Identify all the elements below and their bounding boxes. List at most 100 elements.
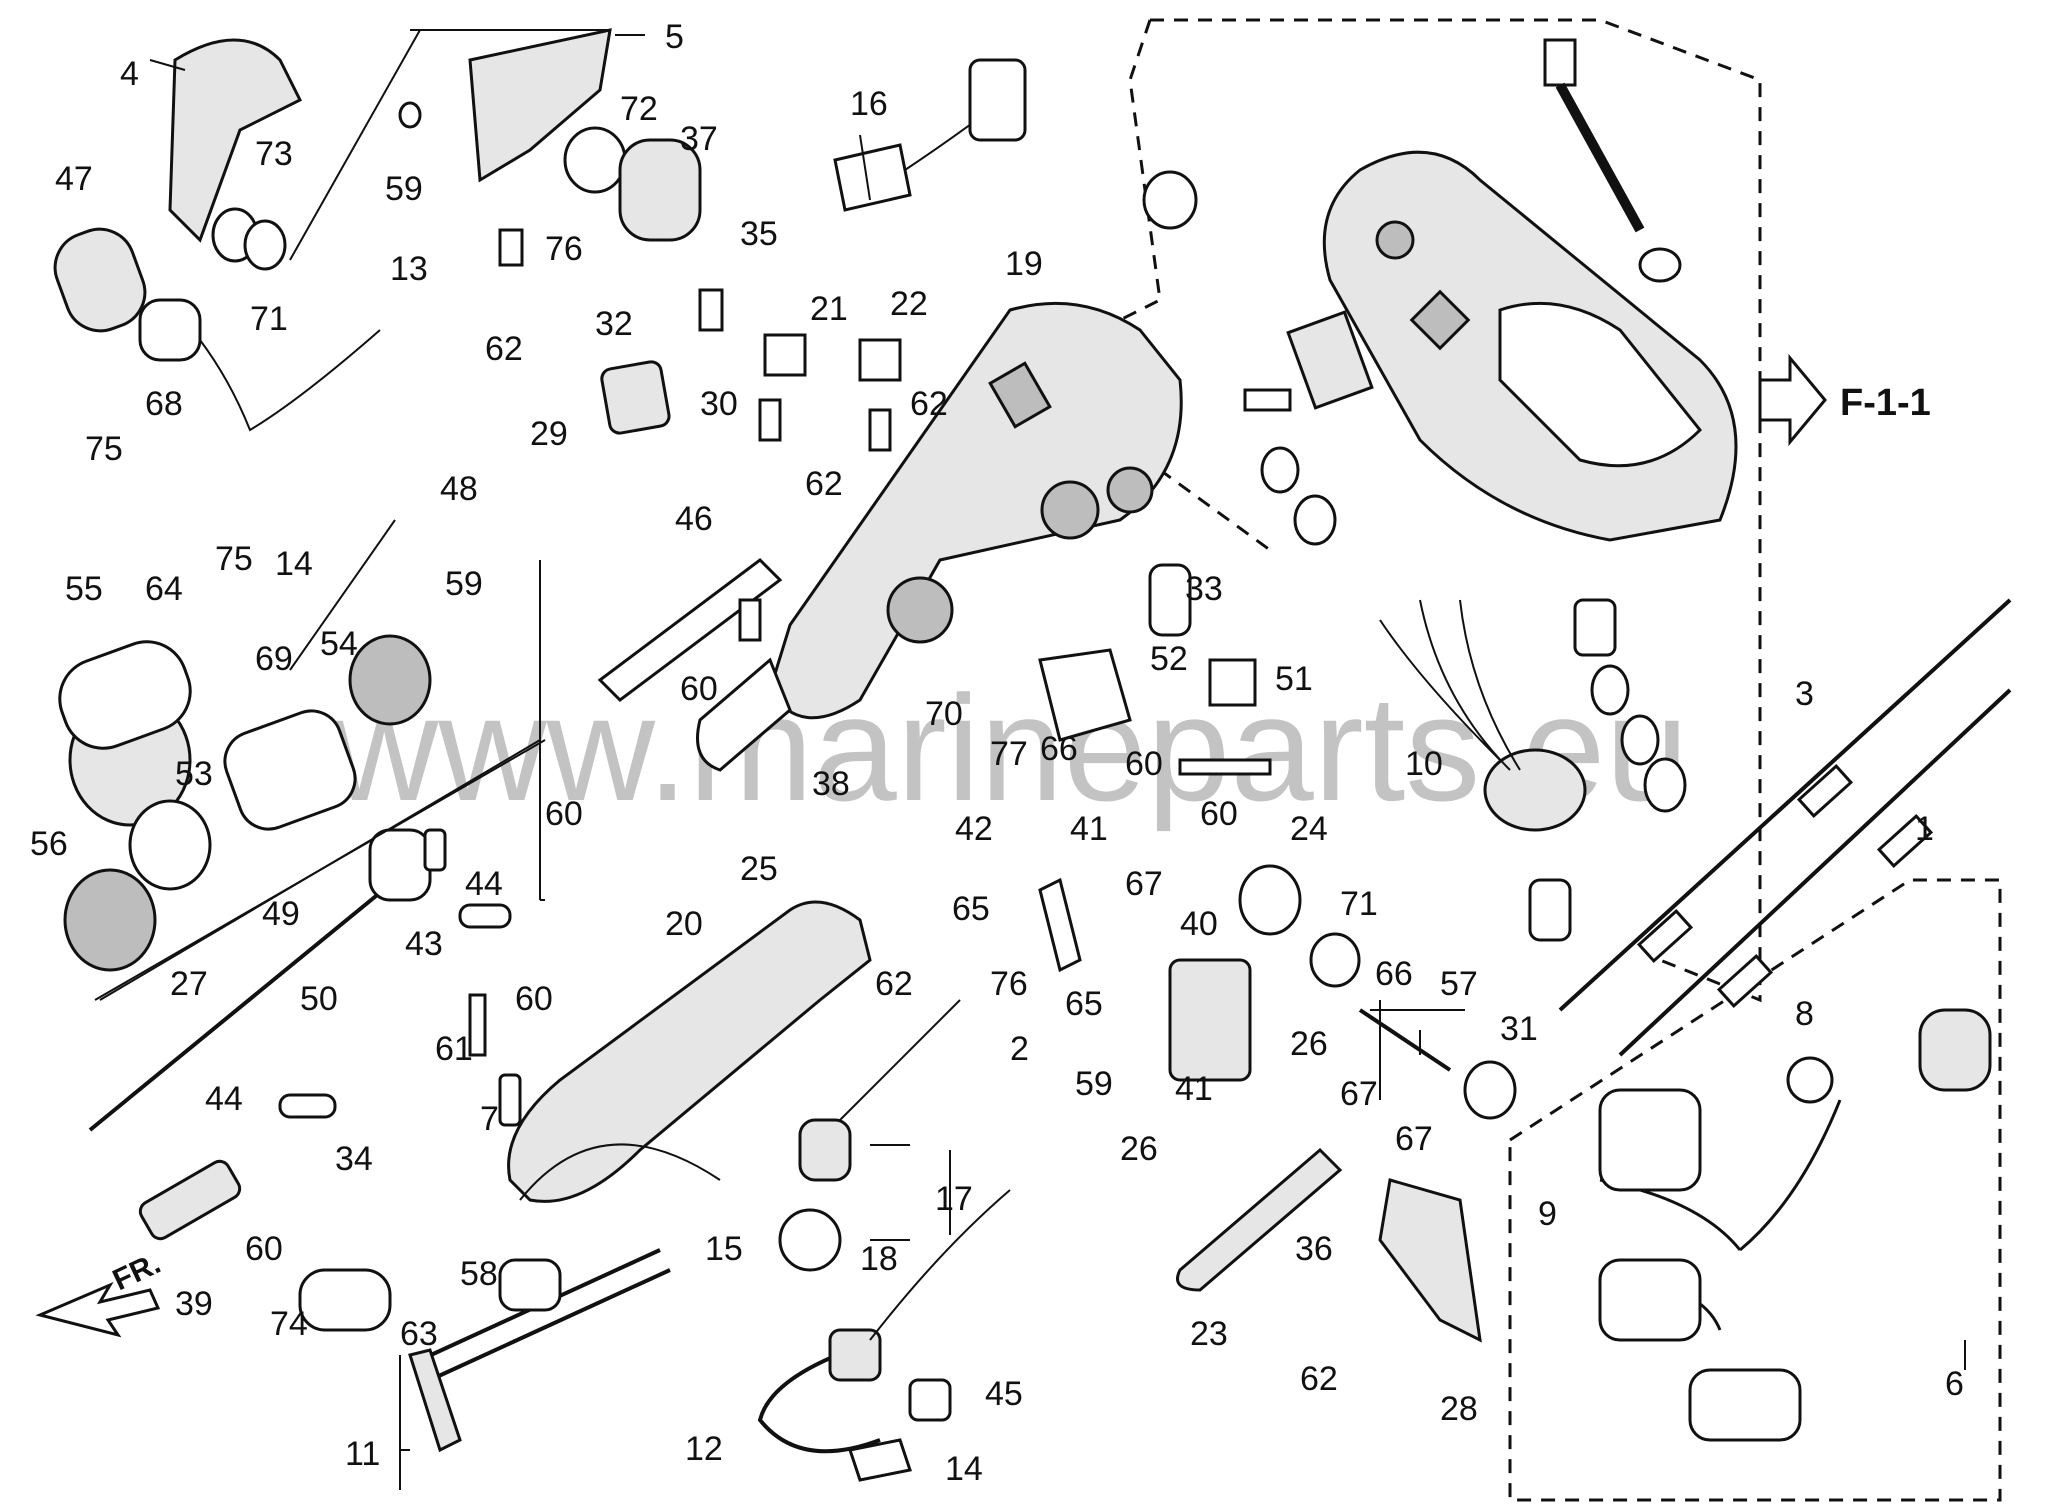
callout-62: 62 [910,385,948,423]
control-cables [1558,598,2012,1057]
pivot-bolt [1543,38,1682,283]
callout-59: 59 [445,565,483,603]
callout-1: 1 [1915,810,1934,848]
throttle-plate [398,28,702,267]
callout-54: 54 [320,625,358,663]
callout-50: 50 [300,980,338,1018]
switch-parts [600,58,1027,452]
tiller-arm [696,301,1183,772]
stop-switch [778,999,961,1272]
callout-71: 71 [1340,885,1378,923]
collar-washers [1142,170,1374,546]
callout-64: 64 [145,570,183,608]
callout-9: 9 [1538,1195,1557,1233]
callout-60: 60 [515,980,553,1018]
callout-68: 68 [145,385,183,423]
callout-33: 33 [1185,570,1223,608]
callout-45: 45 [985,1375,1023,1413]
callout-13: 13 [390,250,428,288]
callout-40: 40 [1180,905,1218,943]
callout-77: 77 [990,735,1028,773]
callout-28: 28 [1440,1390,1478,1428]
reference-arrow: F-1-1 [1758,353,1931,447]
watermark: www.marineparts.eu [329,664,1689,832]
callout-3: 3 [1795,675,1814,713]
callout-55: 55 [65,570,103,608]
callout-42: 42 [955,810,993,848]
leader-lines [99,29,1966,1490]
callout-35: 35 [740,215,778,253]
callout-47: 47 [55,160,93,198]
callout-34: 34 [335,1140,373,1178]
callout-70: 70 [925,695,963,733]
callout-39: 39 [175,1285,213,1323]
callout-23: 23 [1190,1315,1228,1353]
callout-51: 51 [1275,660,1313,698]
callout-62: 62 [875,965,913,1003]
callout-61: 61 [435,1030,473,1068]
callout-75: 75 [215,540,253,578]
callout-12: 12 [685,1430,723,1468]
callout-74: 74 [270,1305,308,1343]
callout-60: 60 [680,670,718,708]
callout-19: 19 [1005,245,1043,283]
callout-44: 44 [465,865,503,903]
callout-66: 66 [1375,955,1413,993]
callout-17: 17 [935,1180,973,1218]
callout-4: 4 [120,55,139,93]
callout-73: 73 [255,135,293,173]
upper-bracket-dashed-box-left [1098,19,1271,552]
callout-18: 18 [860,1240,898,1278]
callout-44: 44 [205,1080,243,1118]
callout-37: 37 [680,120,718,158]
callout-48: 48 [440,470,478,508]
callout-10: 10 [1405,745,1443,783]
callout-numbers: 4 5 47 73 71 59 72 37 76 62 13 16 35 32 … [30,18,1964,1488]
upper-bracket-dashed-box [1150,18,1762,1003]
callout-14: 14 [945,1450,983,1488]
callout-26: 26 [1290,1025,1328,1063]
callout-76: 76 [545,230,583,268]
callout-11: 11 [345,1435,380,1473]
callout-2: 2 [1010,1030,1029,1068]
wire-harness [1598,1008,1992,1442]
callout-65: 65 [952,890,990,928]
callout-46: 46 [675,500,713,538]
callout-62: 62 [805,465,843,503]
callout-75: 75 [85,430,123,468]
callout-60: 60 [245,1230,283,1268]
callout-8: 8 [1795,995,1814,1033]
lower-cover [507,900,872,1203]
callout-6: 6 [1945,1365,1964,1403]
callout-49: 49 [262,895,300,933]
callout-16: 16 [850,85,888,123]
callout-41: 41 [1175,1070,1213,1108]
upper-bracket [1322,150,1738,542]
callout-21: 21 [810,290,848,328]
callout-24: 24 [1290,810,1328,848]
lanyard [757,1189,1011,1482]
callout-58: 58 [460,1255,498,1293]
callout-38: 38 [812,765,850,803]
callout-67: 67 [1340,1075,1378,1113]
callout-62: 62 [485,330,523,368]
callout-43: 43 [405,925,443,963]
callout-36: 36 [1295,1230,1333,1268]
callout-67: 67 [1395,1120,1433,1158]
callout-5: 5 [665,18,684,56]
callout-60: 60 [1200,795,1238,833]
shift-lever [1176,1147,1482,1343]
callout-60: 60 [545,795,583,833]
callout-63: 63 [400,1315,438,1353]
callout-32: 32 [595,305,633,343]
callout-67: 67 [1125,865,1163,903]
callout-31: 31 [1500,1010,1538,1048]
callout-57: 57 [1440,965,1478,1003]
callout-65: 65 [1065,985,1103,1023]
callout-30: 30 [700,385,738,423]
callout-66: 66 [1040,730,1078,768]
callout-27: 27 [170,965,208,1003]
callout-62: 62 [1300,1360,1338,1398]
callout-20: 20 [665,905,703,943]
callout-22: 22 [890,285,928,323]
